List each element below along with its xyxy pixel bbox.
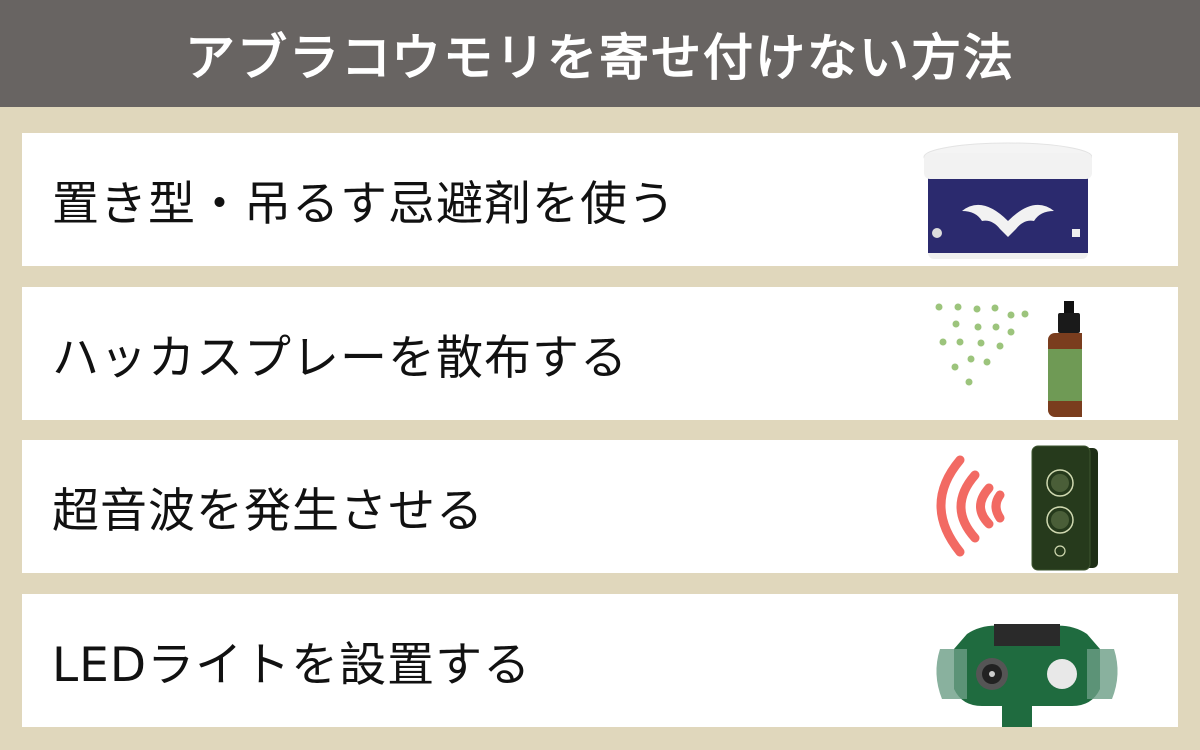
page-title: アブラコウモリを寄せ付けない方法: [185, 28, 1015, 87]
method-label: LEDライトを設置する: [52, 638, 532, 693]
header-banner: アブラコウモリを寄せ付けない方法: [0, 0, 1200, 107]
method-label: ハッカスプレーを散布する: [52, 331, 628, 386]
method-label: 超音波を発生させる: [52, 484, 484, 539]
led-light-device-icon: [936, 624, 1118, 727]
method-card-repellent: 置き型・吊るす忌避剤を使う: [22, 133, 1178, 266]
mint-spray-bottle-icon: [935, 301, 1082, 417]
method-card-ultrasonic: 超音波を発生させる: [22, 440, 1178, 573]
bat-repellent-jar-icon: [923, 142, 1092, 259]
method-card-led: LEDライトを設置する: [22, 594, 1178, 727]
ultrasonic-device-icon: [936, 445, 1098, 571]
method-card-mint-spray: ハッカスプレーを散布する: [22, 287, 1178, 420]
method-label: 置き型・吊るす忌避剤を使う: [52, 177, 676, 232]
